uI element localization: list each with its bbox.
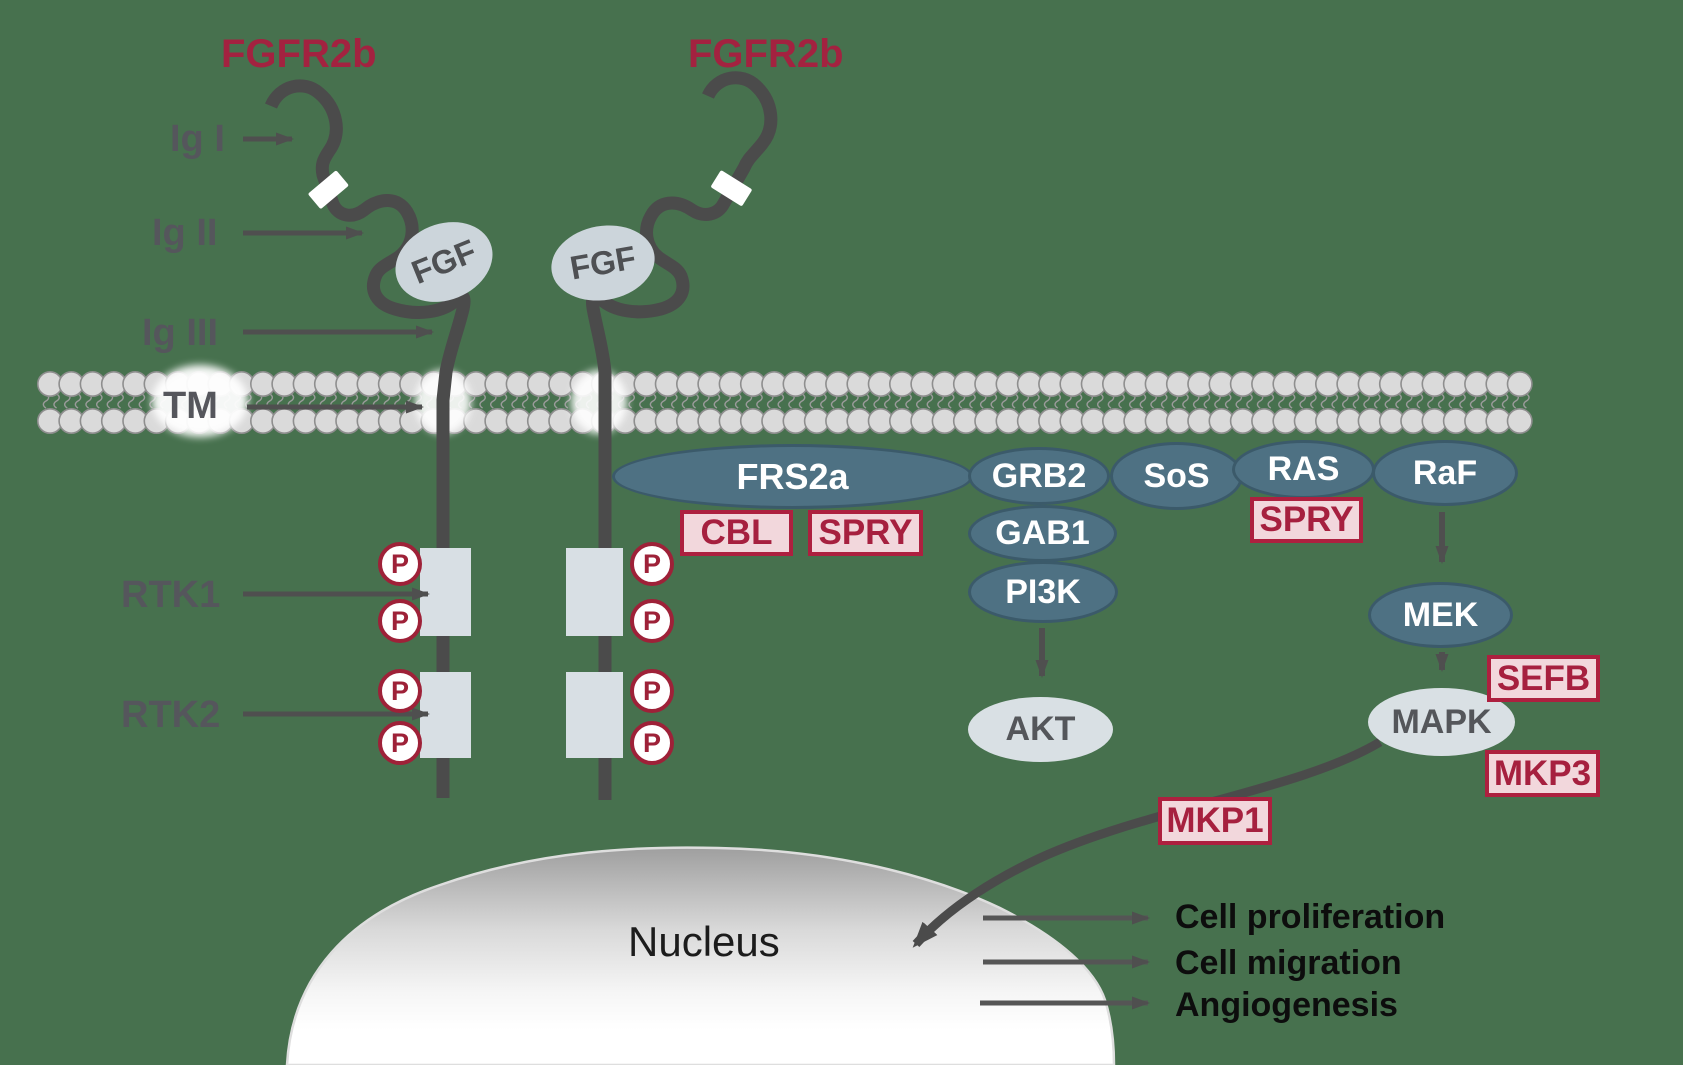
node-ras: RAS — [1232, 440, 1375, 499]
phospho-site: P — [378, 669, 422, 713]
inhibitor-mkp3: MKP3 — [1485, 750, 1600, 797]
receptor-title-left: FGFR2b — [221, 32, 377, 76]
receptor-left-gap — [308, 170, 349, 209]
tm-cloud — [152, 365, 248, 437]
phospho-site: P — [378, 721, 422, 765]
node-pi3k: PI3K — [968, 561, 1118, 623]
inhibitor-mkp1: MKP1 — [1158, 797, 1272, 845]
node-frs2a: FRS2a — [612, 444, 973, 509]
phospho-site: P — [630, 599, 674, 643]
phospho-site: P — [378, 599, 422, 643]
cell-membrane — [36, 370, 1533, 434]
phospho-site: P — [630, 542, 674, 586]
ig1-label: Ig I — [170, 118, 225, 160]
mapk-nucleus-arrow — [912, 738, 1383, 948]
kinase-domain — [566, 672, 623, 758]
phospho-site: P — [378, 542, 422, 586]
node-mek: MEK — [1368, 582, 1513, 648]
node-gab1: GAB1 — [968, 505, 1117, 562]
nucleus-dome — [285, 846, 1116, 1065]
node-akt: AKT — [968, 697, 1113, 762]
kinase-domain — [566, 548, 623, 636]
outcome-cell-migration: Cell migration — [1175, 944, 1402, 982]
rtk2-label: RTK2 — [121, 694, 221, 736]
rtk1-label: RTK1 — [121, 574, 221, 616]
receptor-right-gap — [711, 170, 752, 206]
inhibitor-cbl: CBL — [680, 510, 793, 556]
phospho-site: P — [630, 721, 674, 765]
receptor-title-right: FGFR2b — [688, 32, 844, 76]
outcome-angiogenesis: Angiogenesis — [1175, 986, 1398, 1024]
phospho-site: P — [630, 669, 674, 713]
outcome-cell-proliferation: Cell proliferation — [1175, 898, 1446, 936]
inhibitor-spry-ras: SPRY — [1250, 497, 1363, 543]
inhibitor-sefb: SEFB — [1487, 655, 1600, 702]
tm-label: TM — [163, 385, 218, 427]
ig3-label: Ig III — [142, 312, 218, 354]
node-sos: SoS — [1110, 442, 1243, 510]
ig2-label: Ig II — [152, 212, 218, 254]
nucleus-label: Nucleus — [628, 918, 780, 965]
node-grb2: GRB2 — [968, 447, 1110, 505]
node-raf: RaF — [1372, 440, 1518, 506]
inhibitor-spry-frs2a: SPRY — [808, 510, 923, 556]
